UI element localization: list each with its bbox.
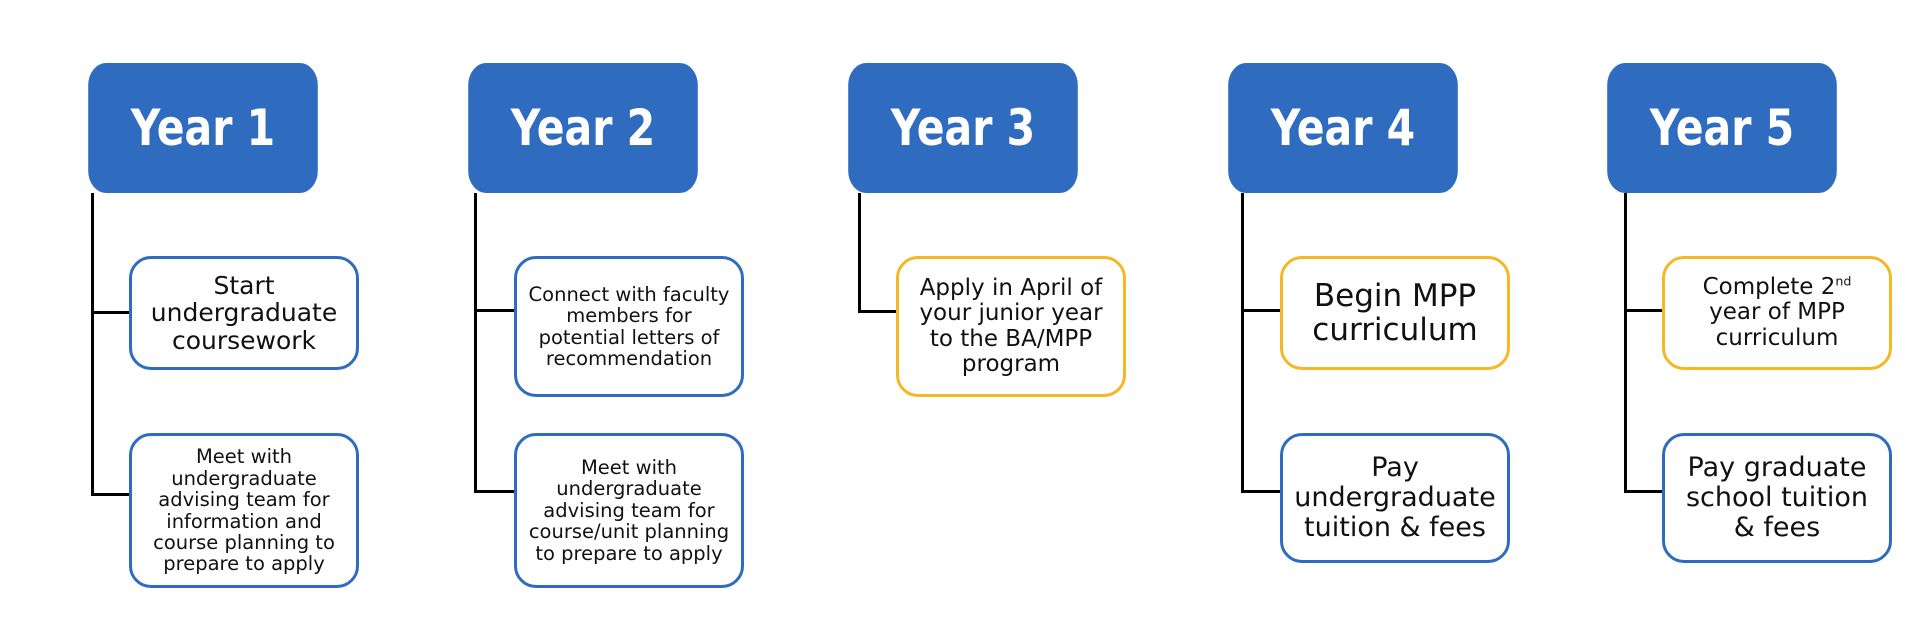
year-header-2: Year 2 bbox=[468, 63, 698, 193]
connector-branch-4a bbox=[1241, 309, 1281, 312]
task-box-1a: Start undergraduate coursework bbox=[129, 256, 359, 370]
connector-spine-1 bbox=[91, 193, 94, 495]
task-box-4a: Begin MPP curriculum bbox=[1280, 256, 1510, 370]
task-text-5a-after: year of MPP curriculum bbox=[1709, 299, 1845, 351]
connector-branch-5a bbox=[1624, 309, 1664, 312]
connector-branch-2a bbox=[474, 309, 514, 312]
connector-branch-5b bbox=[1624, 490, 1664, 493]
task-text-5b: Pay graduate school tuition & fees bbox=[1685, 452, 1869, 543]
year-label-1: Year 1 bbox=[130, 99, 276, 157]
year-label-5: Year 5 bbox=[1649, 99, 1795, 157]
year-column-4: Year 4 Begin MPP curriculum Pay undergra… bbox=[0, 0, 1510, 624]
connector-spine-3 bbox=[858, 193, 861, 313]
task-text-1a: Start undergraduate coursework bbox=[150, 270, 338, 355]
year-column-2: Year 2 Connect with faculty members for … bbox=[0, 0, 744, 624]
task-box-5b: Pay graduate school tuition & fees bbox=[1662, 433, 1892, 563]
task-text-2b: Meet with undergraduate advising team fo… bbox=[528, 455, 730, 565]
year-header-1: Year 1 bbox=[88, 63, 318, 193]
task-text-3a: Apply in April of your junior year to th… bbox=[919, 274, 1103, 377]
task-text-5a-superscript: nd bbox=[1835, 273, 1852, 289]
connector-branch-1b bbox=[91, 493, 129, 496]
task-box-2b: Meet with undergraduate advising team fo… bbox=[514, 433, 744, 588]
connector-spine-5 bbox=[1624, 193, 1627, 492]
task-box-3a: Apply in April of your junior year to th… bbox=[896, 256, 1126, 397]
connector-branch-1a bbox=[91, 311, 129, 314]
year-column-3: Year 3 Apply in April of your junior yea… bbox=[0, 0, 1126, 624]
year-header-4: Year 4 bbox=[1228, 63, 1458, 193]
task-text-5a: Complete 2nd year of MPP curriculum bbox=[1675, 273, 1879, 351]
task-box-4b: Pay undergraduate tuition & fees bbox=[1280, 433, 1510, 563]
task-text-5a-before: Complete 2 bbox=[1702, 274, 1836, 301]
task-text-4b: Pay undergraduate tuition & fees bbox=[1294, 452, 1496, 543]
year-label-2: Year 2 bbox=[510, 99, 656, 157]
task-text-2a: Connect with faculty members for potenti… bbox=[528, 282, 730, 370]
connector-spine-4 bbox=[1241, 193, 1244, 492]
connector-branch-3a bbox=[858, 310, 898, 313]
year-column-1: Year 1 Start undergraduate coursework Me… bbox=[0, 0, 359, 624]
connector-branch-4b bbox=[1241, 490, 1281, 493]
task-box-5a: Complete 2nd year of MPP curriculum bbox=[1662, 256, 1892, 370]
task-box-2a: Connect with faculty members for potenti… bbox=[514, 256, 744, 397]
task-text-1b: Meet with undergraduate advising team fo… bbox=[153, 445, 335, 576]
year-label-3: Year 3 bbox=[890, 99, 1036, 157]
connector-spine-2 bbox=[474, 193, 477, 492]
task-text-4a: Begin MPP curriculum bbox=[1312, 277, 1478, 348]
year-header-5: Year 5 bbox=[1607, 63, 1837, 193]
year-label-4: Year 4 bbox=[1270, 99, 1416, 157]
year-header-3: Year 3 bbox=[848, 63, 1078, 193]
task-box-1b: Meet with undergraduate advising team fo… bbox=[129, 433, 359, 588]
connector-branch-2b bbox=[474, 490, 514, 493]
